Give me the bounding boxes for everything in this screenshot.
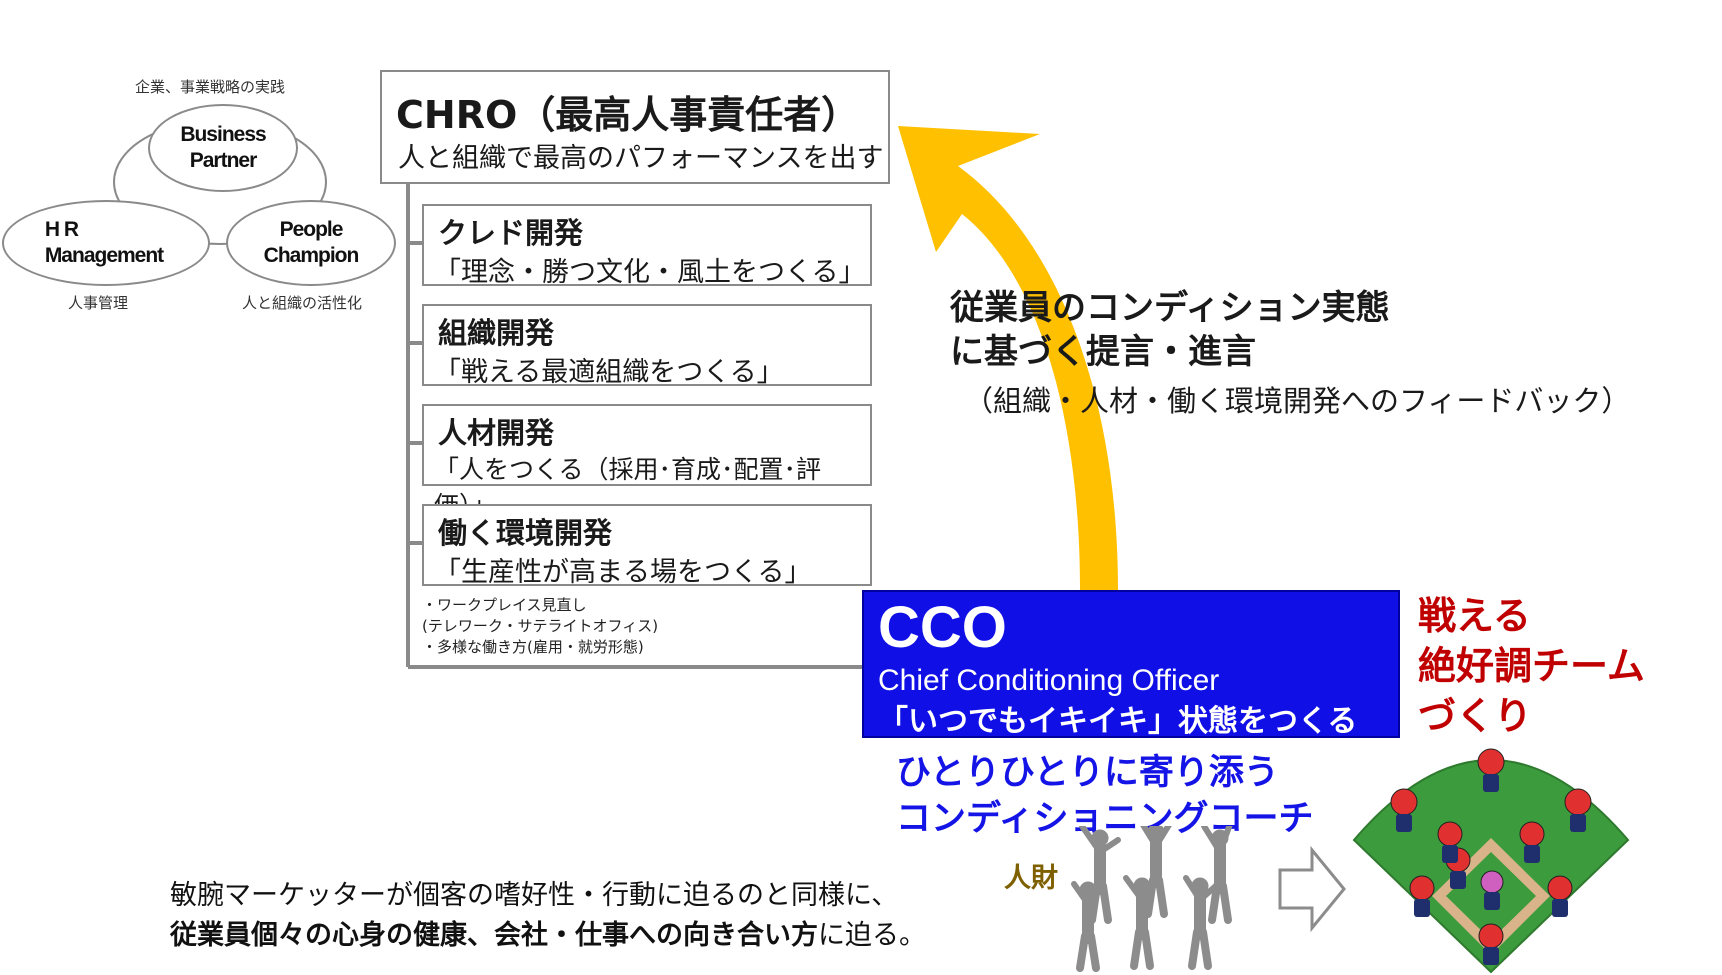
right-arrow-icon xyxy=(1278,846,1346,932)
feedback-line2: に基づく提言・進言 xyxy=(950,332,1256,372)
cco-english: Chief Conditioning Officer xyxy=(878,664,1220,697)
cco-title: CCO xyxy=(878,595,1007,660)
dev-title-talent: 人材開発 xyxy=(438,416,555,450)
people-champion-line1: People xyxy=(279,218,344,241)
bottom-text-bold: 従業員個々の心身の健康、会社・仕事への向き合い方 xyxy=(170,920,818,951)
workplace-note-2: (テレワーク・サテライトオフィス) xyxy=(422,617,659,635)
talent-label: 人財 xyxy=(1004,863,1058,894)
bottom-text-line1: 敏腕マーケッターが個客の嗜好性・行動に迫るのと同様に、 xyxy=(170,880,899,911)
bottom-text-line2: 従業員個々の心身の健康、会社・仕事への向き合い方に迫る。 xyxy=(170,916,926,956)
hr-top-caption: 企業、事業戦略の実践 xyxy=(135,78,286,96)
hr-left-caption: 人事管理 xyxy=(68,294,129,312)
team-line3: づくり xyxy=(1418,694,1533,738)
business-partner-line1: Business xyxy=(180,123,266,146)
bottom-text-rest: に迫る。 xyxy=(818,920,926,951)
dev-subtitle-environment: 「生産性が高まる場をつくる」 xyxy=(434,557,812,588)
dev-title-organization: 組織開発 xyxy=(438,316,555,350)
dev-box-credo: クレド開発 「理念・勝つ文化・風土をつくる」 xyxy=(422,204,872,288)
workplace-note-1: ・ワークプレイス見直し xyxy=(422,596,587,614)
dev-subtitle-credo: 「理念・勝つ文化・風土をつくる」 xyxy=(434,257,866,288)
dev-box-environment: 働く環境開発 「生産性が高まる場をつくる」 xyxy=(422,504,872,588)
baseball-field-icon xyxy=(1352,748,1630,974)
hr-management-line2: Management xyxy=(44,244,164,267)
workplace-note-3: ・多様な働き方(雇用・就労形態) xyxy=(422,638,644,656)
team-line2: 絶好調チーム xyxy=(1418,644,1645,688)
coach-line1: ひとりひとりに寄り添う xyxy=(896,753,1279,793)
chro-title: CHRO（最高人事責任者） xyxy=(396,93,860,137)
dev-box-organization: 組織開発 「戦える最適組織をつくる」 xyxy=(422,304,872,388)
people-group-icon xyxy=(1071,826,1233,972)
cco-box: CCO Chief Conditioning Officer 「いつでもイキイキ… xyxy=(862,590,1400,739)
feedback-line3: （組織・人材・働く環境開発へのフィードバック） xyxy=(964,384,1631,418)
hr-right-caption: 人と組織の活性化 xyxy=(242,294,363,312)
dev-title-environment: 働く環境開発 xyxy=(438,516,613,550)
dev-title-credo: クレド開発 xyxy=(438,216,584,250)
feedback-line1: 従業員のコンディション実態 xyxy=(950,288,1390,328)
business-partner-line2: Partner xyxy=(189,149,258,172)
dev-subtitle-organization: 「戦える最適組織をつくる」 xyxy=(434,357,784,388)
tree-connector xyxy=(406,184,862,669)
people-champion-line2: Champion xyxy=(263,244,360,267)
chro-box: CHRO（最高人事責任者） 人と組織で最高のパフォーマンスを出す xyxy=(380,70,890,184)
team-line1: 戦える xyxy=(1418,594,1531,638)
hr-management-line1: H R xyxy=(44,218,79,241)
hr-management-ellipse: H R Management xyxy=(2,200,210,286)
chro-subtitle: 人と組織で最高のパフォーマンスを出す xyxy=(398,143,884,174)
cco-tagline: 「いつでもイキイキ」状態をつくる xyxy=(878,704,1358,739)
dev-box-talent: 人材開発 「人をつくる（採用･育成･配置･評価）」 xyxy=(422,404,872,520)
